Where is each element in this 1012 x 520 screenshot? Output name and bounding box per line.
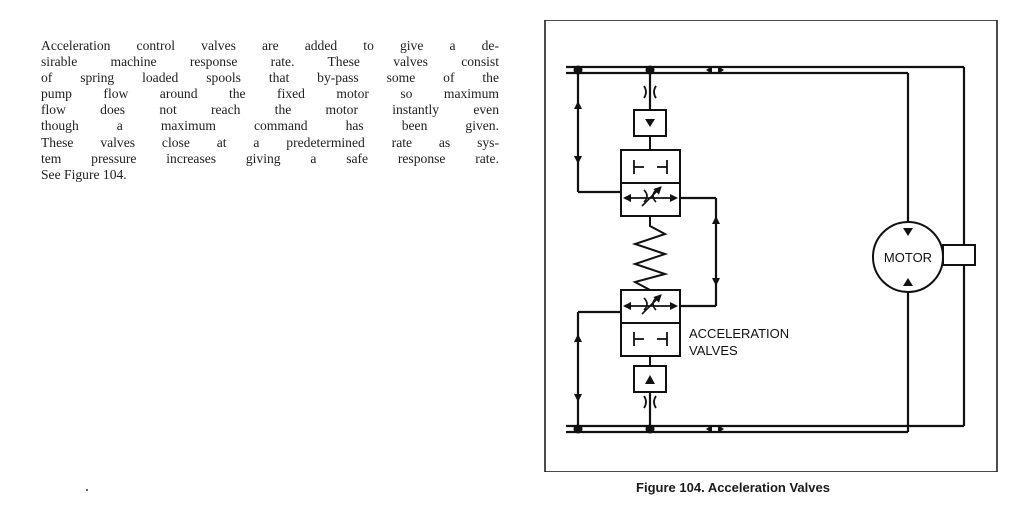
- bottom-acceleration-valve: [620, 289, 681, 357]
- valves-label-line2: VALVES: [689, 343, 738, 358]
- motor-label: MOTOR: [884, 250, 932, 265]
- bottom-pilot-arrow: [645, 375, 655, 384]
- figure-caption: Figure 104. Acceleration Valves: [636, 480, 830, 495]
- main-line-flow-arrows: [706, 66, 724, 433]
- valves-label-line1: ACCELERATION: [689, 326, 789, 341]
- top-acceleration-valve: [620, 149, 681, 217]
- paragraph-line: pump flow around the fixed motor so maxi…: [41, 86, 499, 102]
- paragraph-line: of spring loaded spools that by-pass som…: [41, 70, 499, 86]
- top-pilot-arrow: [645, 119, 655, 127]
- orifice-symbols: [643, 85, 657, 409]
- paragraph-line: See Figure 104.: [41, 166, 127, 182]
- spring-symbol: [631, 216, 669, 300]
- body-paragraph: Acceleration control valves are added to…: [41, 38, 499, 183]
- paragraph-line: though a maximum command has been given.: [41, 118, 499, 134]
- paragraph-line: flow does not reach the motor instantly …: [41, 102, 499, 118]
- hydraulic-schematic-figure: MOTOR ACCELERATION VALVES: [538, 20, 1008, 472]
- paragraph-line: These valves close at a predetermined ra…: [41, 134, 499, 150]
- paragraph-line: Acceleration control valves are added to…: [41, 38, 499, 53]
- paragraph-line: tem pressure increases giving a safe res…: [41, 150, 499, 166]
- schematic-diagram: MOTOR ACCELERATION VALVES: [544, 20, 998, 472]
- motor-symbol: [872, 221, 976, 293]
- junction-dots: [573, 65, 655, 434]
- stray-dot: [86, 489, 88, 491]
- pilot-flow-arrows: [574, 101, 720, 402]
- figure-frame: [544, 20, 998, 472]
- paragraph-line: sirable machine response rate. These val…: [41, 54, 499, 70]
